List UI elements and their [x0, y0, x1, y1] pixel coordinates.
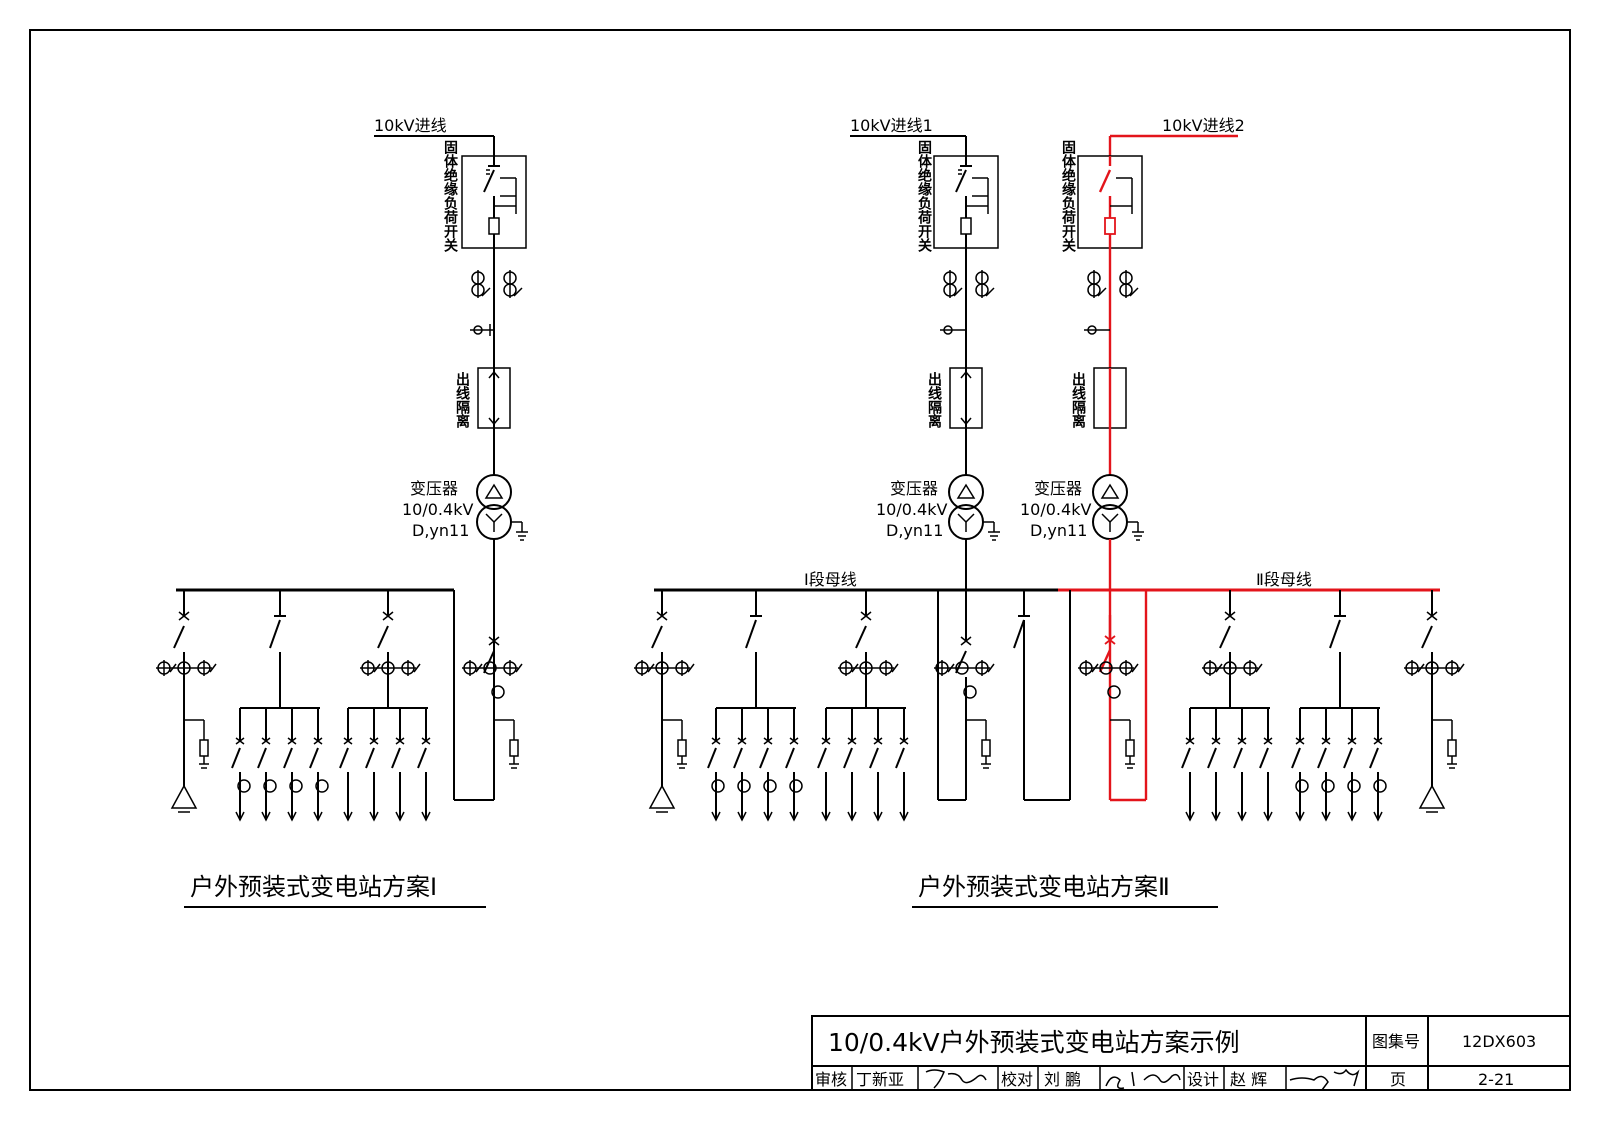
- designer-name: 赵 辉: [1230, 1070, 1267, 1089]
- designer-signature: [1289, 1068, 1360, 1091]
- isolator-label-1: 出线隔离: [926, 371, 942, 429]
- design-label: 设计: [1187, 1070, 1219, 1089]
- switch-label-2: 固体绝缘负荷开关: [1060, 140, 1077, 253]
- transformer-label: 变压器: [410, 479, 458, 498]
- switch-label-1: 固体绝缘负荷开关: [916, 140, 933, 253]
- scheme-2-caption: 户外预装式变电站方案Ⅱ: [918, 873, 1170, 901]
- page-number: 2-21: [1478, 1070, 1514, 1089]
- check-label: 校对: [1001, 1070, 1033, 1089]
- transformer-rating-1: 10/0.4kV: [876, 500, 947, 519]
- transformer-rating-2: 10/0.4kV: [1020, 500, 1091, 519]
- atlas-number: 12DX603: [1462, 1032, 1536, 1051]
- checker-name: 刘 鹏: [1044, 1070, 1081, 1089]
- review-label: 审核: [815, 1070, 847, 1089]
- switch-label: 固体绝缘负荷开关: [442, 140, 459, 253]
- reviewer-name: 丁新亚: [856, 1070, 904, 1089]
- isolator-label-2: 出线隔离: [1070, 371, 1086, 429]
- checker-signature: [1105, 1071, 1181, 1090]
- atlas-label: 图集号: [1372, 1032, 1420, 1051]
- incoming-label: 10kV进线: [374, 116, 447, 135]
- transformer-group-1: D,yn11: [886, 521, 943, 540]
- title-block: 10/0.4kV户外预装式变电站方案示例 图集号 12DX603 审核 丁新亚 …: [811, 1015, 1571, 1091]
- transformer-group: D,yn11: [412, 521, 469, 540]
- transformer-label-1: 变压器: [890, 479, 938, 498]
- scheme-1-diagram: 10kV进线 固体绝缘负荷开关 出线隔离 变压器 10/0.4kV D,yn11: [155, 116, 529, 908]
- isolator-label: 出线隔离: [454, 371, 470, 429]
- incoming-label-1: 10kV进线1: [850, 116, 933, 135]
- sheet-frame: [29, 29, 1571, 1091]
- transformer-rating: 10/0.4kV: [402, 500, 473, 519]
- drawing-title: 10/0.4kV户外预装式变电站方案示例: [828, 1028, 1240, 1057]
- bus-label-1: Ⅰ段母线: [804, 570, 857, 589]
- page-label: 页: [1390, 1070, 1406, 1089]
- scheme-1-caption: 户外预装式变电站方案Ⅰ: [190, 873, 437, 901]
- bus-label-2: Ⅱ段母线: [1256, 570, 1312, 589]
- transformer-group-2: D,yn11: [1030, 521, 1087, 540]
- scheme-2-diagram: 10kV进线1 固体绝缘负荷开关 出线隔离 变压器 10/0.4kV D,yn1…: [633, 116, 1465, 908]
- transformer-label-2: 变压器: [1034, 479, 1082, 498]
- incoming-label-2: 10kV进线2: [1162, 116, 1245, 135]
- reviewer-signature: [925, 1069, 987, 1089]
